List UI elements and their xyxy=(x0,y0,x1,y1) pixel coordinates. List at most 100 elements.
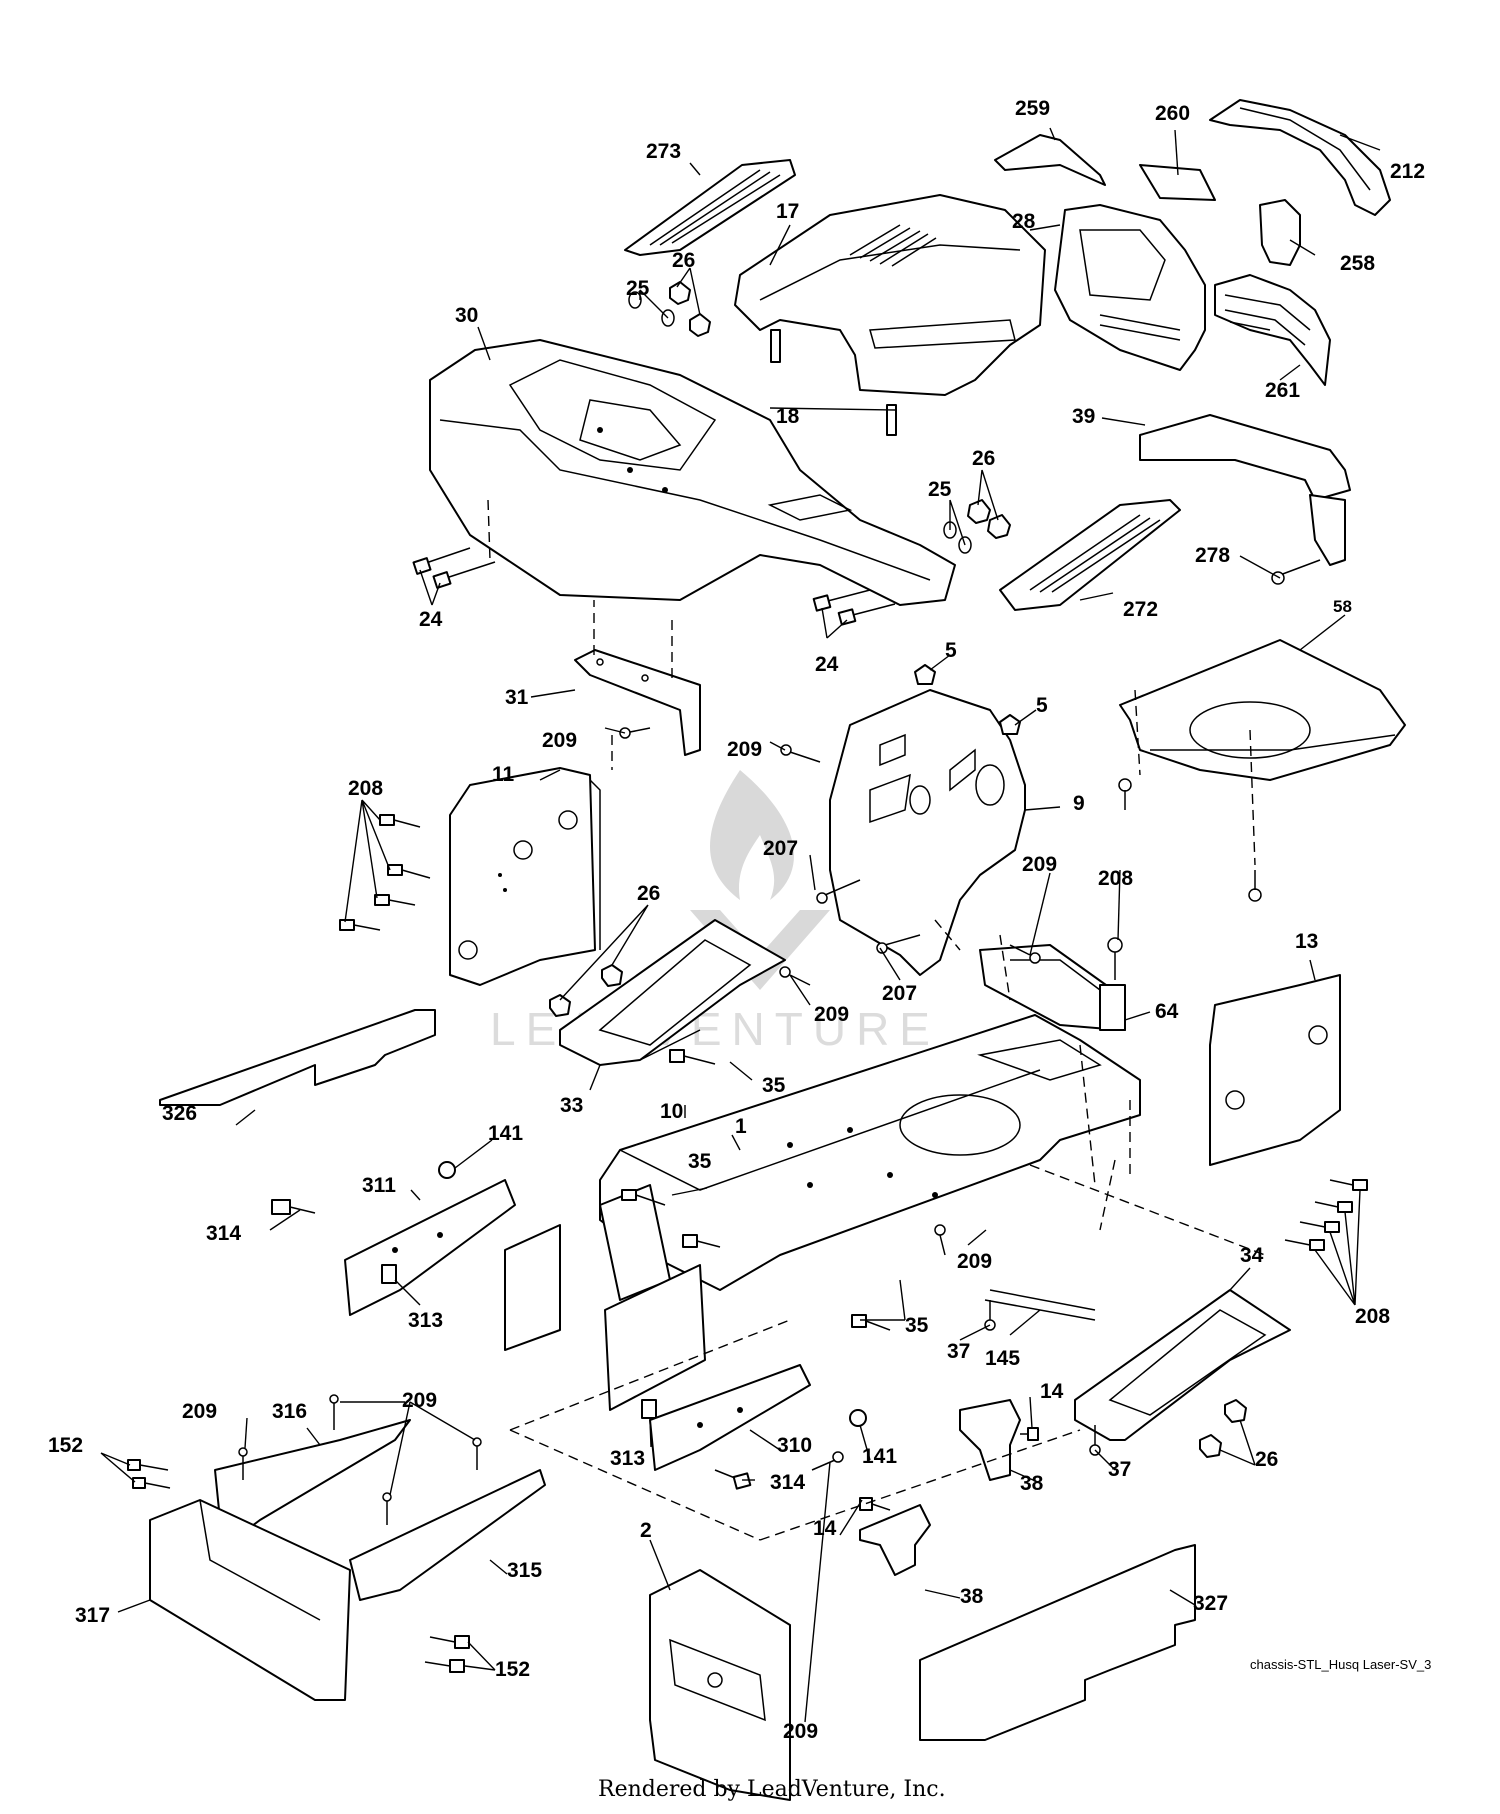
callout: 64 xyxy=(1155,1000,1179,1023)
callout: 9 xyxy=(1073,792,1085,815)
callout: 35 xyxy=(688,1150,712,1173)
leader-lines xyxy=(100,127,1381,1723)
part-39-bracket xyxy=(1139,414,1351,566)
callout: 5 xyxy=(945,639,957,662)
part-26-nuts-mid xyxy=(549,964,623,1017)
callout: 209 xyxy=(814,1003,849,1026)
part-314-bolts xyxy=(271,1199,752,1490)
callout-labels: 273 259 260 212 17 28 258 26 25 30 261 1… xyxy=(48,97,1425,1743)
part-31-bracket xyxy=(574,649,701,756)
callout: 208 xyxy=(1355,1305,1390,1328)
part-30-fender xyxy=(429,339,956,606)
part-273-side-grille xyxy=(624,159,796,256)
part-272-side-grille xyxy=(999,499,1181,611)
callout: 38 xyxy=(1020,1472,1044,1495)
callout: 209 xyxy=(727,738,762,761)
part-208-bolts-left xyxy=(339,814,431,931)
callout: 14 xyxy=(813,1517,837,1540)
callout: 326 xyxy=(162,1102,197,1125)
part-261-vent xyxy=(1214,274,1331,386)
callout: 30 xyxy=(455,304,478,327)
part-38-brackets xyxy=(859,1399,1021,1576)
callout: 17 xyxy=(776,200,799,223)
callout: 207 xyxy=(882,982,917,1005)
callout: 273 xyxy=(646,140,681,163)
part-316-guard xyxy=(214,1419,411,1536)
callout: 145 xyxy=(985,1347,1020,1370)
callout: 35 xyxy=(762,1074,786,1097)
assembly-lines xyxy=(487,499,1266,1541)
callout: 209 xyxy=(402,1389,437,1412)
part-208-bolts-right xyxy=(1284,1179,1368,1251)
callout: 278 xyxy=(1195,544,1230,567)
callout: 28 xyxy=(1012,210,1036,233)
callout: 18 xyxy=(776,405,800,428)
part-25-26-hardware-top xyxy=(628,281,1011,554)
callout: 272 xyxy=(1123,598,1158,621)
callout: 209 xyxy=(1022,853,1057,876)
callout: 13 xyxy=(1295,930,1318,953)
part-9-dash-panel xyxy=(829,689,1026,976)
callout: 26 xyxy=(672,249,695,272)
callout: 39 xyxy=(1072,405,1095,428)
part-326-deflector xyxy=(159,1009,436,1106)
part-18-strips xyxy=(770,329,897,436)
part-35-bolts xyxy=(621,1049,891,1331)
part-259-lens xyxy=(994,134,1106,186)
callout: 26 xyxy=(637,882,660,905)
callout: 314 xyxy=(770,1471,805,1494)
part-33-step-plate xyxy=(559,919,786,1066)
part-310-plate xyxy=(649,1364,811,1471)
callout: 208 xyxy=(1098,867,1133,890)
part-311-plate xyxy=(344,1179,516,1316)
part-258-emblem xyxy=(1259,199,1301,266)
ref-label: 58 xyxy=(1333,597,1352,616)
callout: 209 xyxy=(542,729,577,752)
callout: 209 xyxy=(957,1250,992,1273)
part-327-deflector xyxy=(919,1544,1196,1741)
callout: 24 xyxy=(815,653,839,676)
callout: 141 xyxy=(862,1445,897,1468)
callout: 209 xyxy=(182,1400,217,1423)
part-209-screws xyxy=(619,727,1123,1471)
callout: 5 xyxy=(1036,694,1048,717)
callout: 208 xyxy=(348,777,383,800)
callout: 313 xyxy=(610,1447,645,1470)
part-212-trim xyxy=(1209,99,1391,216)
callout: 24 xyxy=(419,608,443,631)
callout: 316 xyxy=(272,1400,307,1423)
part-64-console xyxy=(979,944,1126,1031)
callout: 33 xyxy=(560,1094,583,1117)
callout: 14 xyxy=(1040,1380,1064,1403)
callout: 209 xyxy=(783,1720,818,1743)
callout: 315 xyxy=(507,1559,542,1582)
part-28-grille-housing xyxy=(1054,204,1206,371)
callout: 152 xyxy=(48,1434,83,1457)
callout: 26 xyxy=(972,447,995,470)
part-34-step-plate xyxy=(1074,1289,1291,1441)
part-145-rod xyxy=(984,1289,1096,1321)
diagram-reference-label: chassis-STL_Husq Laser-SV_3 xyxy=(1250,1657,1431,1672)
callout: 2 xyxy=(640,1519,652,1542)
part-26-nuts-right xyxy=(1199,1399,1247,1458)
callout: 26 xyxy=(1255,1448,1278,1471)
callout: 35 xyxy=(905,1314,929,1337)
part-24-bolts xyxy=(412,547,896,626)
callout: 311 xyxy=(362,1174,396,1197)
callout: 327 xyxy=(1193,1592,1228,1615)
callout: 310 xyxy=(777,1434,812,1457)
callout: 31 xyxy=(505,686,529,709)
part-11-left-panel xyxy=(449,767,601,986)
footer-credit: Rendered by LeadVenture, Inc. xyxy=(598,1777,946,1802)
callout: 152 xyxy=(495,1658,530,1681)
part-313-clips xyxy=(381,1264,657,1419)
callout: 317 xyxy=(75,1604,110,1627)
part-260-insert xyxy=(1139,164,1216,201)
callout: 207 xyxy=(763,837,798,860)
callout: 25 xyxy=(928,478,952,501)
callout: 260 xyxy=(1155,102,1190,125)
part-2-front-bracket xyxy=(649,1569,791,1801)
callout: 34 xyxy=(1240,1244,1264,1267)
callout: 212 xyxy=(1390,160,1425,183)
